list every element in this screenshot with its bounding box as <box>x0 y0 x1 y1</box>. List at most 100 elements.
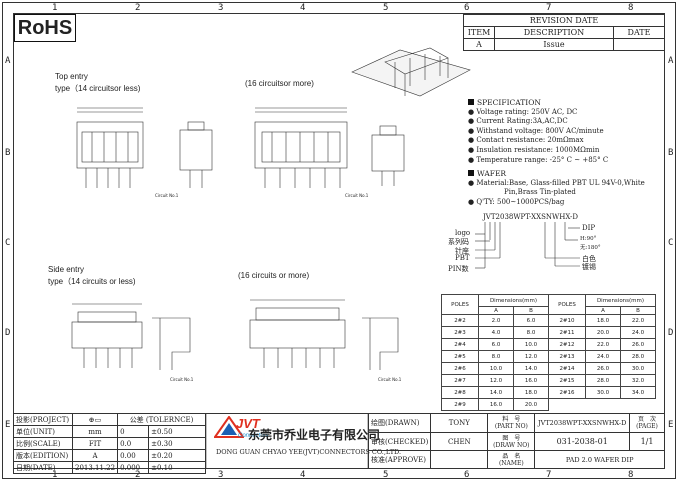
spec-title: SPECIFICATION <box>477 98 541 107</box>
tol-digits: 0.0 <box>117 437 150 450</box>
part-label: PBT <box>455 254 470 262</box>
poles-cell: 6.0 <box>513 314 549 327</box>
date-value: 2013.11.22 <box>71 461 119 474</box>
poles-sub-header: B <box>620 306 656 315</box>
tol-value: ±0.20 <box>148 449 206 462</box>
brand-name: JVT <box>236 416 260 431</box>
top-16-label: (16 circuitsor more) <box>245 79 314 88</box>
edition-value: A <box>71 449 119 462</box>
poles-cell: 2#15 <box>548 374 586 387</box>
poles-cell: 2#5 <box>441 350 479 363</box>
projection-icon: ⊕▭ <box>71 413 119 426</box>
col-number: 6 <box>464 3 470 13</box>
poles-cell: 2#16 <box>548 386 586 399</box>
poles-cell: 30.0 <box>620 362 656 375</box>
part-no-value: JVT2038WPT-XXSNWHX-D <box>534 413 630 433</box>
poles-cell: 26.0 <box>585 362 621 375</box>
spec-item: Voltage rating: 250V AC, DC <box>476 107 578 116</box>
circuit-no-label: Circuit No.1 <box>170 377 194 382</box>
row-letter: D <box>5 328 11 338</box>
brand-sub: Connectors <box>238 433 269 439</box>
tol-value: ±0.10 <box>148 461 206 474</box>
draw-no-en: (DRAW NO) <box>493 441 530 449</box>
poles-cell: 2#8 <box>441 386 479 399</box>
col-number: 5 <box>383 3 389 13</box>
angle-label: H:90° <box>580 236 597 242</box>
poles-cell: 8.0 <box>478 350 514 363</box>
draw-no-value: 031-2038-01 <box>534 432 630 451</box>
revision-cell: Issue <box>494 38 614 51</box>
part-no-en: (PART NO) <box>494 423 528 430</box>
dip-label: DIP <box>582 224 596 232</box>
poles-cell: 2#4 <box>441 338 479 351</box>
circuit-no-label: Circuit No.1 <box>378 377 402 382</box>
col-number: 8 <box>628 3 634 13</box>
company-name-cn: 东莞市乔业电子有限公司 <box>248 428 381 442</box>
poles-cell: 10.0 <box>478 362 514 375</box>
poles-cell: 10.0 <box>513 338 549 351</box>
poles-cell: 22.0 <box>585 338 621 351</box>
poles-cell: 16.0 <box>513 374 549 387</box>
company-name-en: DONG GUAN CHYAO YEE(JVT)CONNECTORS CO.,L… <box>216 448 402 456</box>
tol-digits: 0 <box>117 425 150 438</box>
row-letter: E <box>5 420 11 430</box>
row-letter: C <box>668 238 674 248</box>
poles-cell: 16.0 <box>478 398 514 411</box>
checked-value: CHEN <box>430 432 489 451</box>
circuit-no-label: Circuit No.1 <box>155 193 179 198</box>
drawing-frame-inner <box>13 13 665 469</box>
row-letter: A <box>5 56 11 66</box>
angle-label: 无:180° <box>580 245 601 251</box>
top-entry-type-label: type（14 circuitsor less) <box>55 84 141 93</box>
name-en: (NAME) <box>498 459 524 467</box>
name-cn: 品 名 <box>502 452 521 460</box>
poles-cell: 32.0 <box>620 374 656 387</box>
wafer-item: Pin,Brass Tin-plated <box>504 188 576 197</box>
unit-value: mm <box>71 425 119 438</box>
bullet-icon <box>468 99 474 105</box>
poles-cell: 26.0 <box>620 338 656 351</box>
poles-cell: 12.0 <box>478 374 514 387</box>
col-number: 3 <box>218 3 224 13</box>
row-letter: E <box>668 420 674 430</box>
side-entry-label: Side entry <box>48 265 85 274</box>
poles-cell: 2#13 <box>548 350 586 363</box>
edition-label: 版本(EDITION) <box>13 449 73 462</box>
revision-table: REVISION DATE ITEM DESCRIPTION DATE A Is… <box>463 14 665 51</box>
spec-item: Current Rating:3A,AC,DC <box>476 117 568 126</box>
side-entry-type-label: type（14 circuits or less) <box>48 277 136 286</box>
poles-cell: 2#11 <box>548 326 586 339</box>
specification-block: SPECIFICATION ● Voltage rating: 250V AC,… <box>468 98 645 206</box>
poles-cell: 2.0 <box>478 314 514 327</box>
spec-item: Insulation resistance: 1000MΩmin <box>476 145 600 154</box>
col-number: 6 <box>464 470 470 480</box>
col-number: 7 <box>546 3 552 13</box>
poles-cell: 2#3 <box>441 326 479 339</box>
poles-cell: 8.0 <box>513 326 549 339</box>
poles-cell: 2#6 <box>441 362 479 375</box>
tol-digits: 0.00 <box>117 449 150 462</box>
row-letter: B <box>5 148 11 158</box>
page-en: (PAGE) <box>636 423 658 430</box>
row-letter: D <box>668 328 674 338</box>
col-number: 3 <box>218 470 224 480</box>
poles-sub-header: A <box>585 306 621 315</box>
part-label: logo <box>455 229 471 237</box>
col-number: 2 <box>135 470 141 480</box>
poles-cell: 2#7 <box>441 374 479 387</box>
poles-cell: 14.0 <box>513 362 549 375</box>
poles-cell: 18.0 <box>513 386 549 399</box>
bullet-icon <box>468 170 474 177</box>
white-label: 白色 <box>582 255 596 263</box>
spec-item: Contact resistance: 20mΩmax <box>476 136 584 145</box>
part-code: JVT2038WPT-XXSNWHX-D <box>483 213 579 221</box>
title-block <box>13 413 665 469</box>
draw-no-cn: 图 号 <box>502 434 521 442</box>
col-number: 4 <box>300 3 306 13</box>
